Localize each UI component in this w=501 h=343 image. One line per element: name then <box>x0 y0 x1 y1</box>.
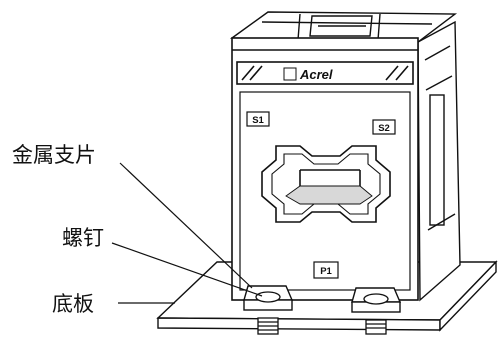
terminal-s1-label: S1 <box>252 115 264 126</box>
leader-metal-bracket <box>119 162 253 289</box>
terminal-p1-label: P1 <box>320 266 332 277</box>
callout-screw: 螺钉 <box>62 226 104 250</box>
transformer-top <box>229 11 458 43</box>
transformer-side <box>417 20 461 302</box>
callout-base-plate: 底板 <box>52 292 94 316</box>
terminal-p1: P1 <box>313 261 339 279</box>
screw-left <box>255 291 281 335</box>
callout-metal-bracket: 金属支片 <box>12 143 96 167</box>
aperture-window <box>261 145 391 223</box>
leader-screw <box>111 242 263 297</box>
leader-lines <box>111 162 263 304</box>
brand-label: Acrel <box>299 67 333 82</box>
terminal-s2-label: S2 <box>378 123 390 134</box>
terminal-s2: S2 <box>372 119 396 135</box>
terminal-s1: S1 <box>246 111 270 127</box>
screw-right <box>363 293 389 335</box>
brand-logo-icon <box>283 67 297 81</box>
